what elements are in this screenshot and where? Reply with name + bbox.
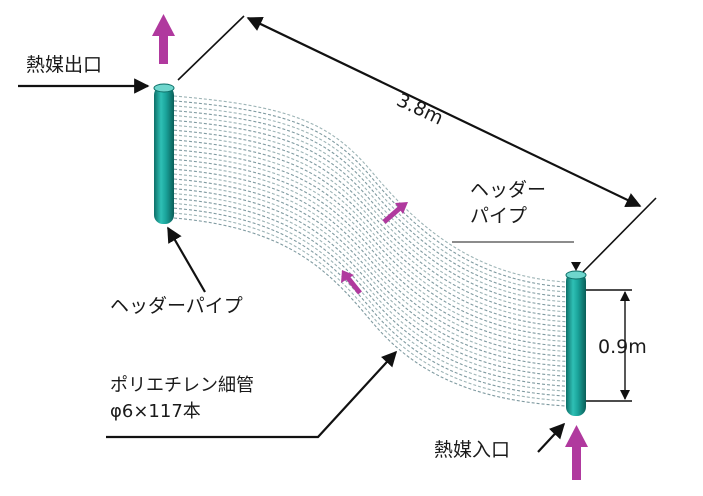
polyethylene-tube — [173, 110, 567, 298]
polyethylene-tube — [173, 105, 567, 293]
height-label: 0.9m — [598, 336, 647, 358]
polyethylene-tube — [173, 100, 567, 288]
tubes-leader-arrow — [106, 350, 398, 439]
header-pipe-right — [565, 270, 587, 416]
outlet-flow-arrow — [152, 14, 175, 64]
polyethylene-tube — [173, 197, 567, 387]
outlet-label: 熱媒出口 — [26, 54, 103, 76]
header-pipe-right-label-line1: ヘッダー — [470, 179, 547, 201]
header-pipe-left — [153, 83, 175, 224]
polyethylene-tube — [173, 212, 567, 402]
height-dimension-line — [586, 289, 632, 402]
polyethylene-tube — [173, 124, 567, 313]
header-left-leader-arrow — [167, 226, 206, 293]
length-dimension-line — [177, 15, 657, 273]
polyethylene-tube — [173, 217, 567, 407]
polyethylene-tube — [173, 207, 567, 397]
header-pipe-right-label-line2: パイプ — [470, 205, 528, 227]
mid-flow-arrow-lower — [341, 270, 362, 295]
polyethylene-tube — [173, 173, 567, 362]
inlet-label: 熱媒入口 — [434, 439, 511, 461]
polyethylene-tube — [173, 193, 567, 382]
inlet-leader-arrow — [537, 422, 566, 453]
tubes-label-line1: ポリエチレン細管 — [110, 375, 254, 396]
header-right-leader-line — [452, 241, 581, 271]
polyethylene-tube — [173, 202, 567, 392]
inlet-flow-arrow — [565, 425, 588, 480]
polyethylene-tube — [173, 134, 567, 323]
header-pipe-left-label: ヘッダーパイプ — [110, 295, 243, 317]
tubes-label-line2: φ6×117本 — [110, 401, 201, 422]
